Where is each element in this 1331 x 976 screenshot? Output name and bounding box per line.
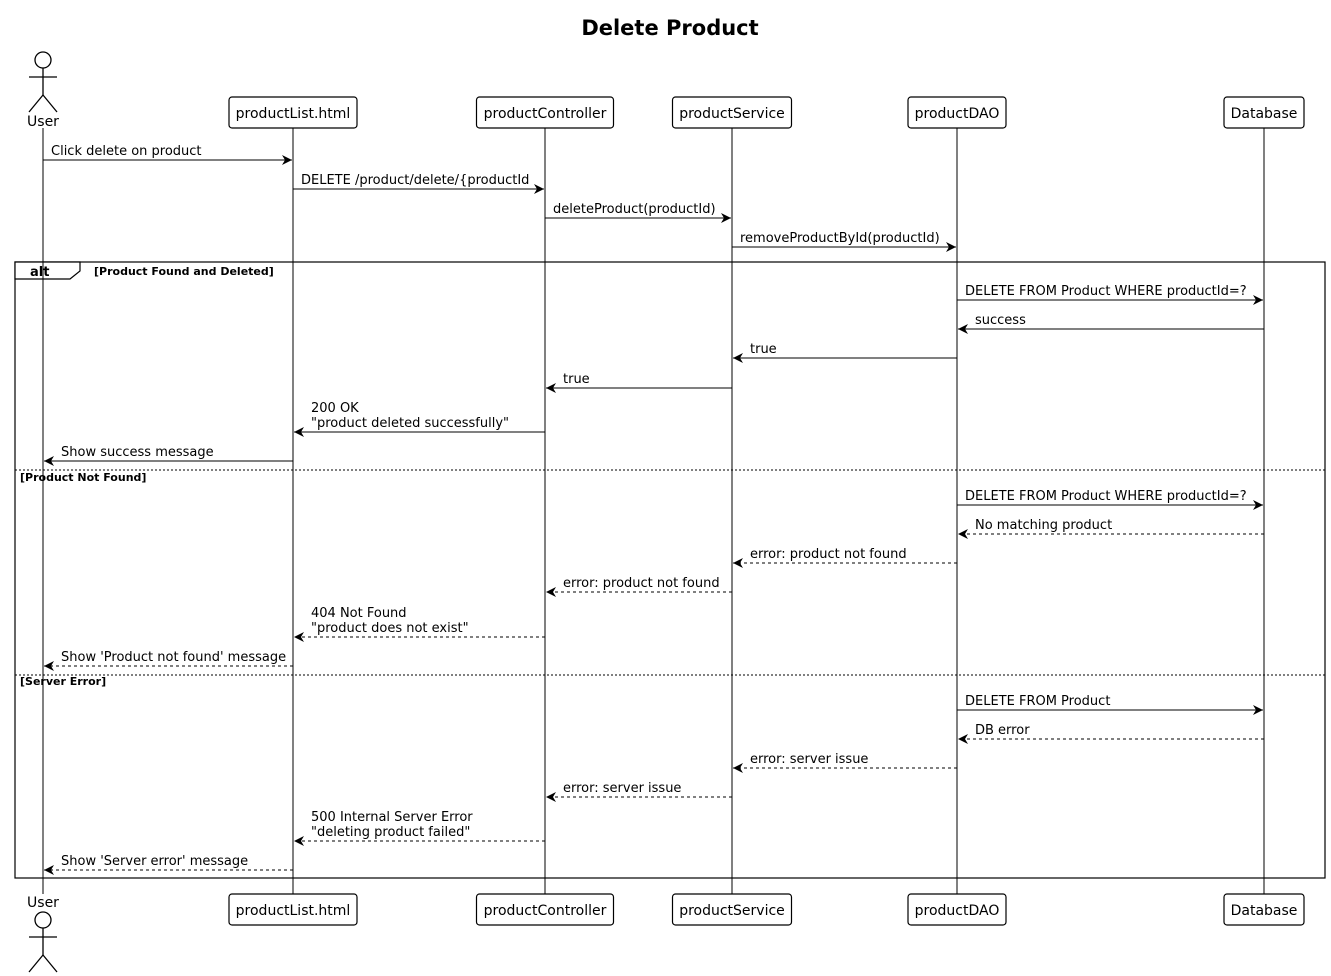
message-label: DB error [975,723,1030,738]
message-4: removeProductById(productId) [732,231,956,252]
participant-controller-top: productController [475,96,615,129]
message-label: true [750,342,777,357]
participant-controller-bottom: productController [475,893,615,926]
actor-icon [34,911,52,929]
fragment-guard: [Product Not Found] [20,471,146,484]
actor-icon [28,94,44,113]
actor-icon [42,954,58,973]
participant-db-bottom: Database [1223,893,1305,926]
participant-box [228,893,358,926]
message-8: true [546,372,732,393]
participant-box [1223,96,1305,129]
message-20: error: server issue [546,781,732,802]
fragment-tab [14,261,81,280]
participant-label: productService [679,903,785,919]
participants: UserUserproductList.htmlproductList.html… [27,51,1305,973]
message-10: Show success message [44,445,293,466]
message-label: "product deleted successfully" [311,416,509,431]
fragment-guard: [Server Error] [20,675,106,688]
participant-user-bottom: User [27,895,59,973]
message-label: No matching product [975,518,1112,533]
participant-box [228,96,358,129]
message-label: 500 Internal Server Error [311,810,473,825]
message-label: DELETE FROM Product WHERE productId=? [965,489,1247,504]
message-label: DELETE /product/delete/{productId [301,173,529,188]
participant-label: productController [484,903,607,919]
message-5: DELETE FROM Product WHERE productId=? [957,284,1263,305]
message-9: 200 OK"product deleted successfully" [294,401,545,437]
participant-box [1223,893,1305,926]
message-label: deleteProduct(productId) [553,202,716,217]
participant-list-bottom: productList.html [228,893,358,926]
message-19: error: server issue [733,752,957,773]
participant-list-top: productList.html [228,96,358,129]
message-label: removeProductById(productId) [740,231,940,246]
participant-dao-bottom: productDAO [907,893,1007,926]
participant-label: User [27,114,59,130]
message-1: Click delete on product [43,144,292,165]
message-2: DELETE /product/delete/{productId [293,173,544,194]
participant-label: productDAO [915,106,1000,122]
message-label: 404 Not Found [311,606,407,621]
diagram-title: Delete Product [581,16,758,40]
participant-label: User [27,895,59,911]
message-label: true [563,372,590,387]
message-label: Click delete on product [51,144,202,159]
message-label: error: product not found [750,547,907,562]
message-label: 200 OK [311,401,359,416]
message-label: error: product not found [563,576,720,591]
participant-label: productList.html [236,106,351,122]
participant-box [907,893,1007,926]
actor-icon [42,94,58,113]
lifelines [42,128,1265,894]
participant-dao-top: productDAO [907,96,1007,129]
participant-label: Database [1231,903,1298,919]
participant-label: Database [1231,106,1298,122]
message-15: 404 Not Found"product does not exist" [294,606,545,642]
message-11: DELETE FROM Product WHERE productId=? [957,489,1263,510]
message-18: DB error [958,723,1264,744]
participant-user-top: User [27,51,59,130]
fragment-keyword: alt [30,265,49,280]
message-label: Show 'Server error' message [61,854,248,869]
participant-box [475,893,615,926]
participant-label: productList.html [236,903,351,919]
fragment-guard: [Product Found and Deleted] [94,265,274,278]
message-label: DELETE FROM Product WHERE productId=? [965,284,1247,299]
participant-label: productDAO [915,903,1000,919]
message-6: success [958,313,1264,334]
message-16: Show 'Product not found' message [44,650,293,671]
participant-db-top: Database [1223,96,1305,129]
message-13: error: product not found [733,547,957,568]
message-17: DELETE FROM Product [957,694,1263,715]
alt-fragment: alt [Product Found and Deleted] [Product N… [14,261,1326,879]
actor-icon [34,51,52,69]
message-label: error: server issue [750,752,868,767]
message-label: "deleting product failed" [311,825,470,840]
message-14: error: product not found [546,576,732,597]
participant-box [671,96,793,129]
participant-label: productController [484,106,607,122]
participant-service-top: productService [671,96,793,129]
participant-box [475,96,615,129]
message-label: error: server issue [563,781,681,796]
message-label: DELETE FROM Product [965,694,1110,709]
message-label: Show success message [61,445,214,460]
message-22: Show 'Server error' message [44,854,293,875]
message-21: 500 Internal Server Error"deleting produ… [294,810,545,846]
message-7: true [733,342,957,363]
message-label: success [975,313,1026,328]
participant-service-bottom: productService [671,893,793,926]
participant-box [907,96,1007,129]
message-label: Show 'Product not found' message [61,650,286,665]
message-12: No matching product [958,518,1264,539]
participant-box [671,893,793,926]
actor-icon [28,954,44,973]
message-3: deleteProduct(productId) [545,202,731,223]
message-label: "product does not exist" [311,621,469,636]
participant-label: productService [679,106,785,122]
fragment-frame [14,261,1326,879]
